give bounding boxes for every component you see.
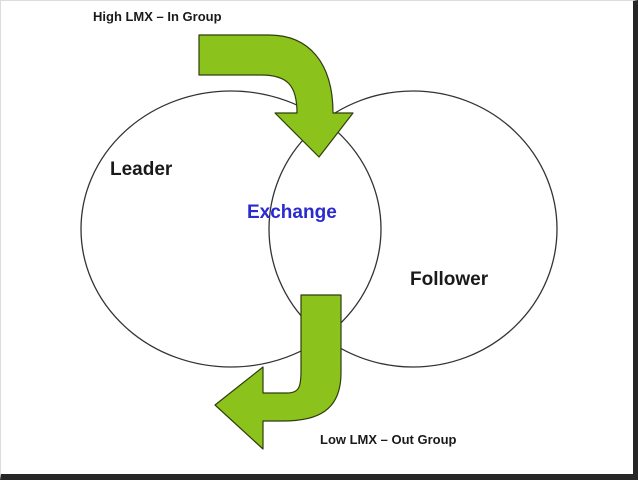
curved-arrow-down-left-icon: [214, 294, 342, 450]
leader-label: Leader: [110, 159, 173, 180]
exchange-label: Exchange: [247, 202, 337, 223]
follower-circle: [268, 90, 558, 368]
curved-arrow-down-right-icon: [198, 34, 354, 158]
follower-label: Follower: [410, 269, 489, 290]
leader-circle: [80, 90, 382, 368]
high-lmx-label: High LMX – In Group: [93, 9, 222, 24]
low-lmx-label: Low LMX – Out Group: [320, 432, 457, 447]
